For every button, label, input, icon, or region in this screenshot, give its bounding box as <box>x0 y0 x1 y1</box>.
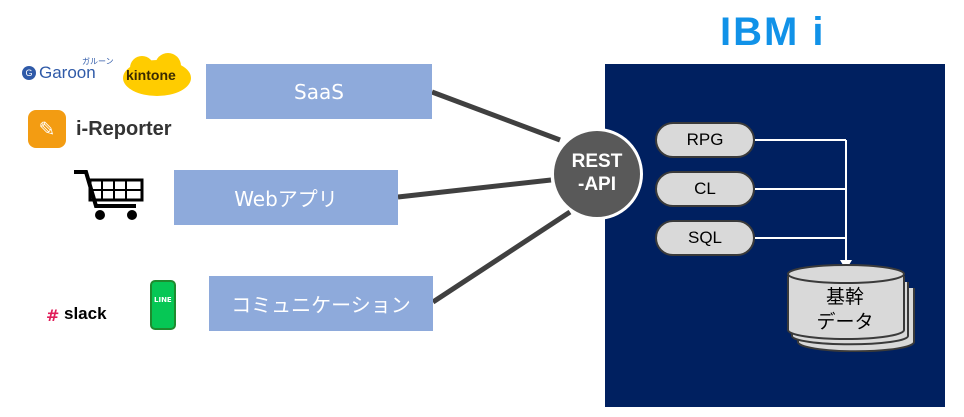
line-phone-icon: LINE <box>150 280 176 330</box>
core-data-label: 基幹 データ <box>790 285 900 334</box>
core-data-line1: 基幹 <box>825 286 864 308</box>
rpg-pill: RPG <box>655 122 755 158</box>
kintone-logo: kintone <box>120 52 195 102</box>
cl-pill: CL <box>655 171 755 207</box>
ireporter-hand-icon: ✎ <box>28 110 66 148</box>
web-app-box: Webアプリ <box>174 170 398 225</box>
saas-label: SaaS <box>294 79 344 104</box>
rest-api-node: REST -API <box>551 128 643 220</box>
rest-api-line1: REST <box>571 151 623 173</box>
kintone-cloud-icon <box>123 53 191 96</box>
ibm-i-title: IBM i <box>720 10 826 54</box>
slack-text: slack <box>64 304 107 323</box>
shopping-cart-icon <box>72 168 147 223</box>
garoon-logo: G ガルーン Garoon <box>22 56 114 86</box>
saas-box: SaaS <box>206 64 432 119</box>
slack-hash-icon: # <box>46 306 60 325</box>
garoon-g-icon: G <box>22 66 36 80</box>
garoon-small-text: ガルーン <box>82 57 114 66</box>
kintone-text: kintone <box>126 67 176 83</box>
sql-pill: SQL <box>655 220 755 256</box>
ireporter-logo: ✎ i-Reporter <box>28 110 198 152</box>
slack-logo: # slack <box>46 304 116 326</box>
line-text: LINE <box>154 296 172 304</box>
core-data-line2: データ <box>816 310 874 333</box>
rest-api-line2: -API <box>578 174 616 195</box>
communication-label: コミュニケーション <box>231 293 411 317</box>
web-app-label: Webアプリ <box>234 187 338 211</box>
communication-box: コミュニケーション <box>209 276 433 331</box>
database-icon <box>787 264 915 352</box>
ireporter-text: i-Reporter <box>76 118 172 140</box>
garoon-text: Garoon <box>39 63 96 82</box>
